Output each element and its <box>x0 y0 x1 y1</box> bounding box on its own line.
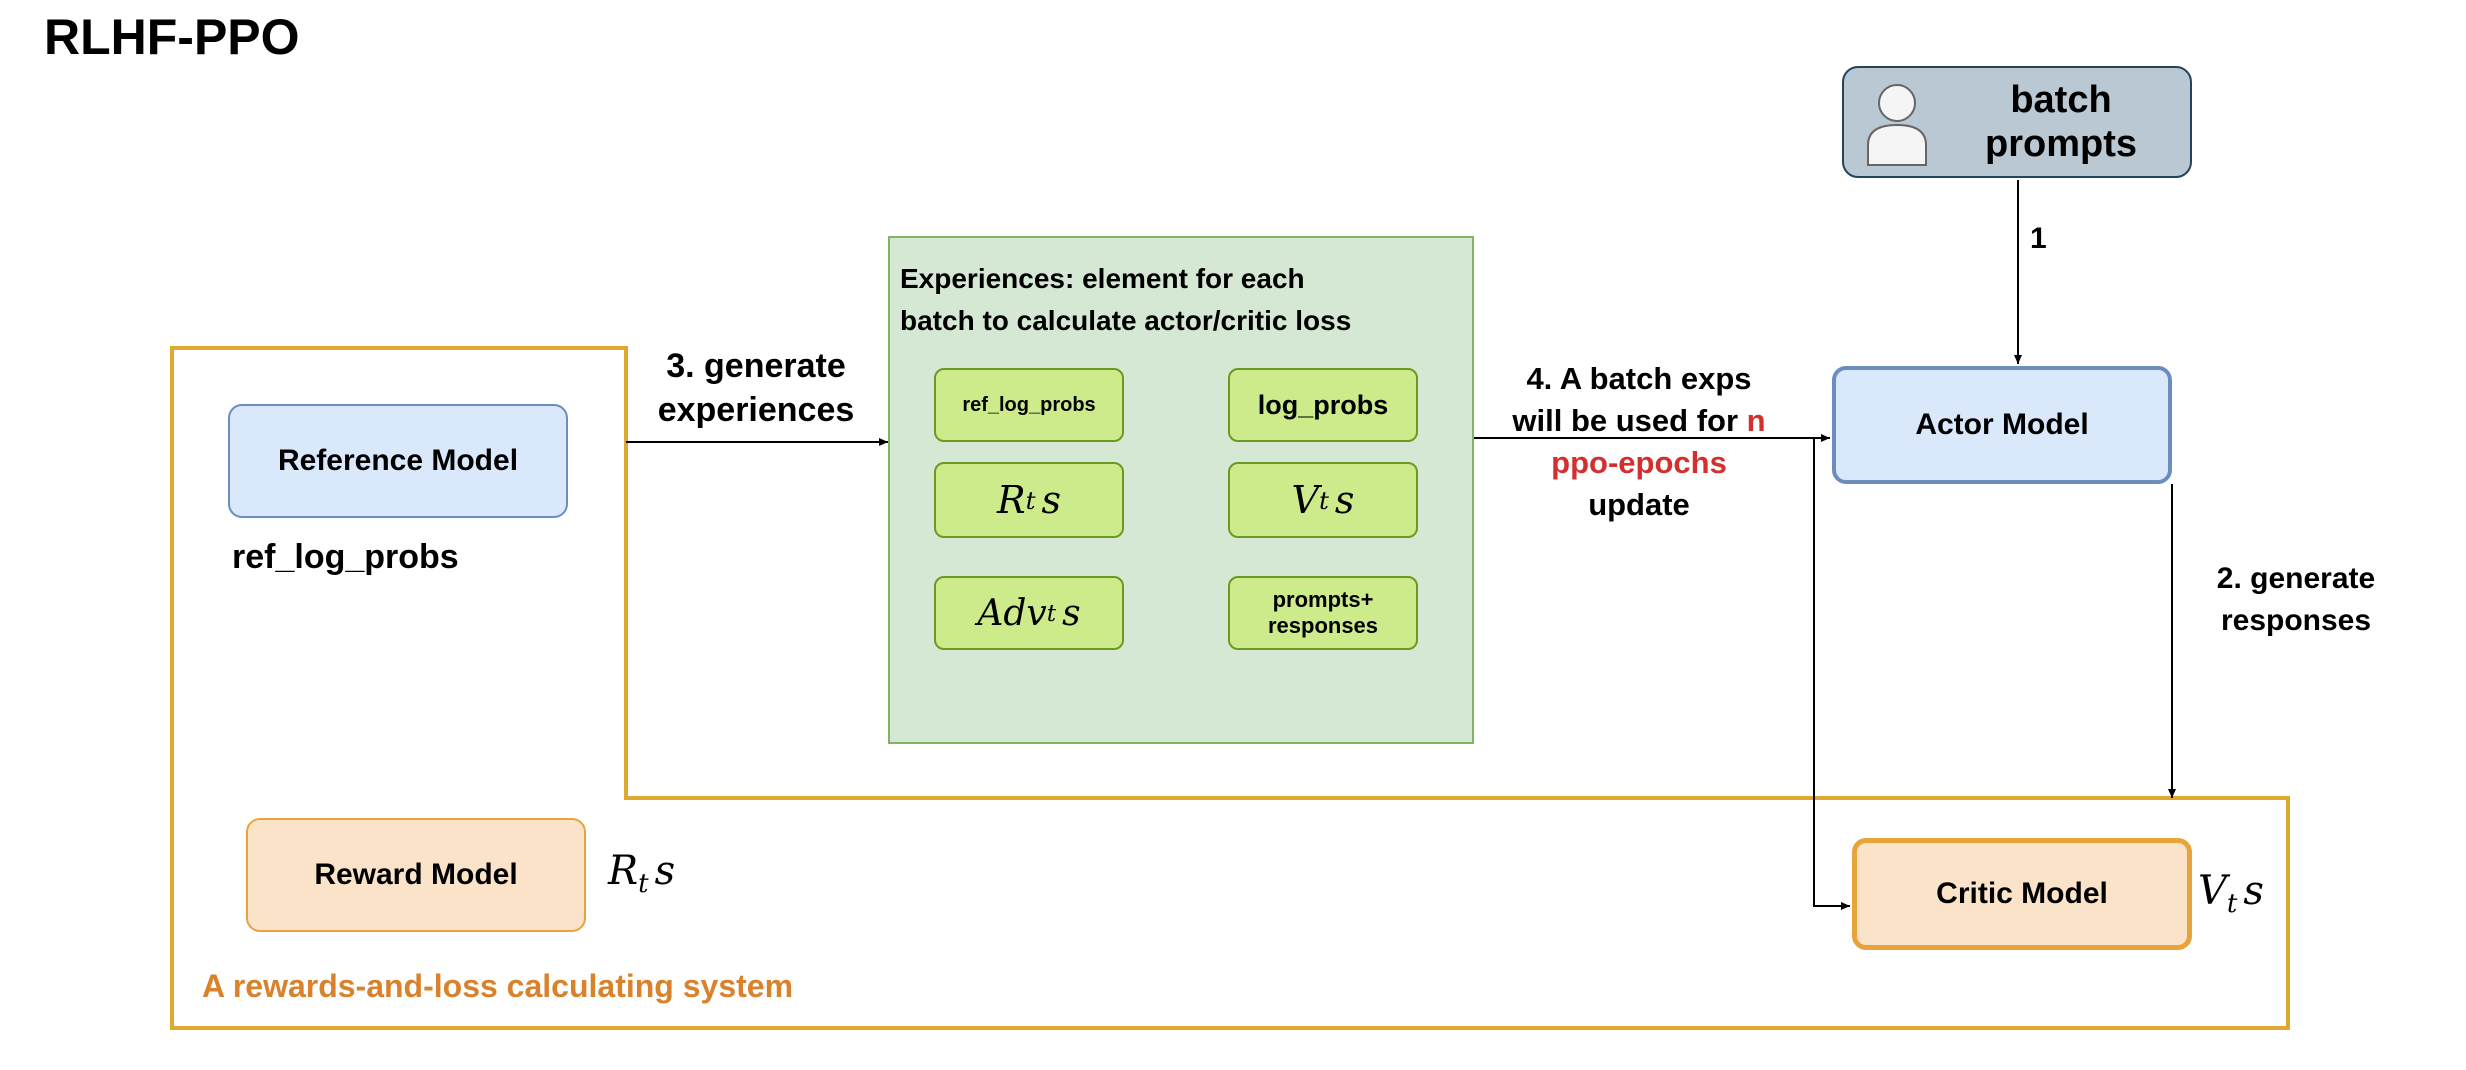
exp-ref-log-probs: ref_log_probs <box>934 368 1124 442</box>
exp-vt-base: V <box>1291 478 1319 522</box>
actor-model-box: Actor Model <box>1832 366 2172 484</box>
step-4-line2-text: will be used for <box>1512 403 1739 438</box>
exp-rt-tail: s <box>1041 478 1062 522</box>
exp-prompts-line2: responses <box>1267 613 1379 638</box>
reference-model-box: Reference Model <box>228 404 568 518</box>
step-2-label: 2. generate responses <box>2186 558 2406 642</box>
step-3-label: 3. generate experiences <box>636 344 876 432</box>
step-2-line1: 2. generate <box>2216 562 2376 595</box>
system-container-outline <box>170 346 2290 1030</box>
exp-rt-base: R <box>996 478 1026 522</box>
step-4-line2: will be used for n <box>1484 400 1794 442</box>
batch-prompts-box: batch prompts <box>1842 66 2192 178</box>
batch-prompts-line1: batch <box>2010 79 2112 121</box>
step-4-line1: 4. A batch exps <box>1526 361 1752 396</box>
arrow-experiences-to-critic <box>1813 438 1850 910</box>
experiences-title-line1: Experiences: element for each <box>900 263 1305 294</box>
step-3-line1: 3. generate <box>666 347 846 385</box>
exp-vt-tail: s <box>1334 478 1355 522</box>
system-label: A rewards-and-loss calculating system <box>202 968 794 1004</box>
critic-output-base: V <box>2198 868 2227 914</box>
critic-output-tail: s <box>2243 868 2264 914</box>
exp-adv-tail: s <box>1062 592 1081 634</box>
reward-model-box: Reward Model <box>246 818 586 932</box>
page-title: RLHF-PPO <box>44 9 300 65</box>
reward-output-tail: s <box>654 848 676 894</box>
critic-model-box: Critic Model <box>1852 838 2192 950</box>
step-3-line2: experiences <box>657 391 855 429</box>
exp-log-probs: log_probs <box>1228 368 1418 442</box>
exp-rt-sub: t <box>1025 485 1036 515</box>
exp-prompts-line1: prompts+ <box>1272 587 1374 612</box>
critic-output-sub: t <box>2226 888 2238 919</box>
step-4-label: 4. A batch exps will be used for n ppo-e… <box>1484 358 1794 526</box>
user-icon <box>1867 84 1927 166</box>
step-4-n: n <box>1746 403 1766 438</box>
exp-prompts-responses: prompts+ responses <box>1228 576 1418 650</box>
step-2-line2: responses <box>2220 604 2372 637</box>
exp-vt-sub: t <box>1319 485 1329 515</box>
reward-output-sub: t <box>638 868 649 899</box>
reference-model-output: ref_log_probs <box>232 538 459 576</box>
exp-adv-base: Adv <box>977 592 1047 634</box>
experiences-title-line2: batch to calculate actor/critic loss <box>900 305 1352 336</box>
step-4-line4: update <box>1588 487 1690 522</box>
batch-prompts-line2: prompts <box>1985 123 2137 165</box>
reward-output-base: R <box>608 848 639 894</box>
step-1-label: 1 <box>2030 222 2047 255</box>
step-4-line3: ppo-epochs <box>1551 445 1727 480</box>
exp-adv-sub: t <box>1046 599 1057 627</box>
experiences-title: Experiences: element for each batch to c… <box>900 258 1351 342</box>
